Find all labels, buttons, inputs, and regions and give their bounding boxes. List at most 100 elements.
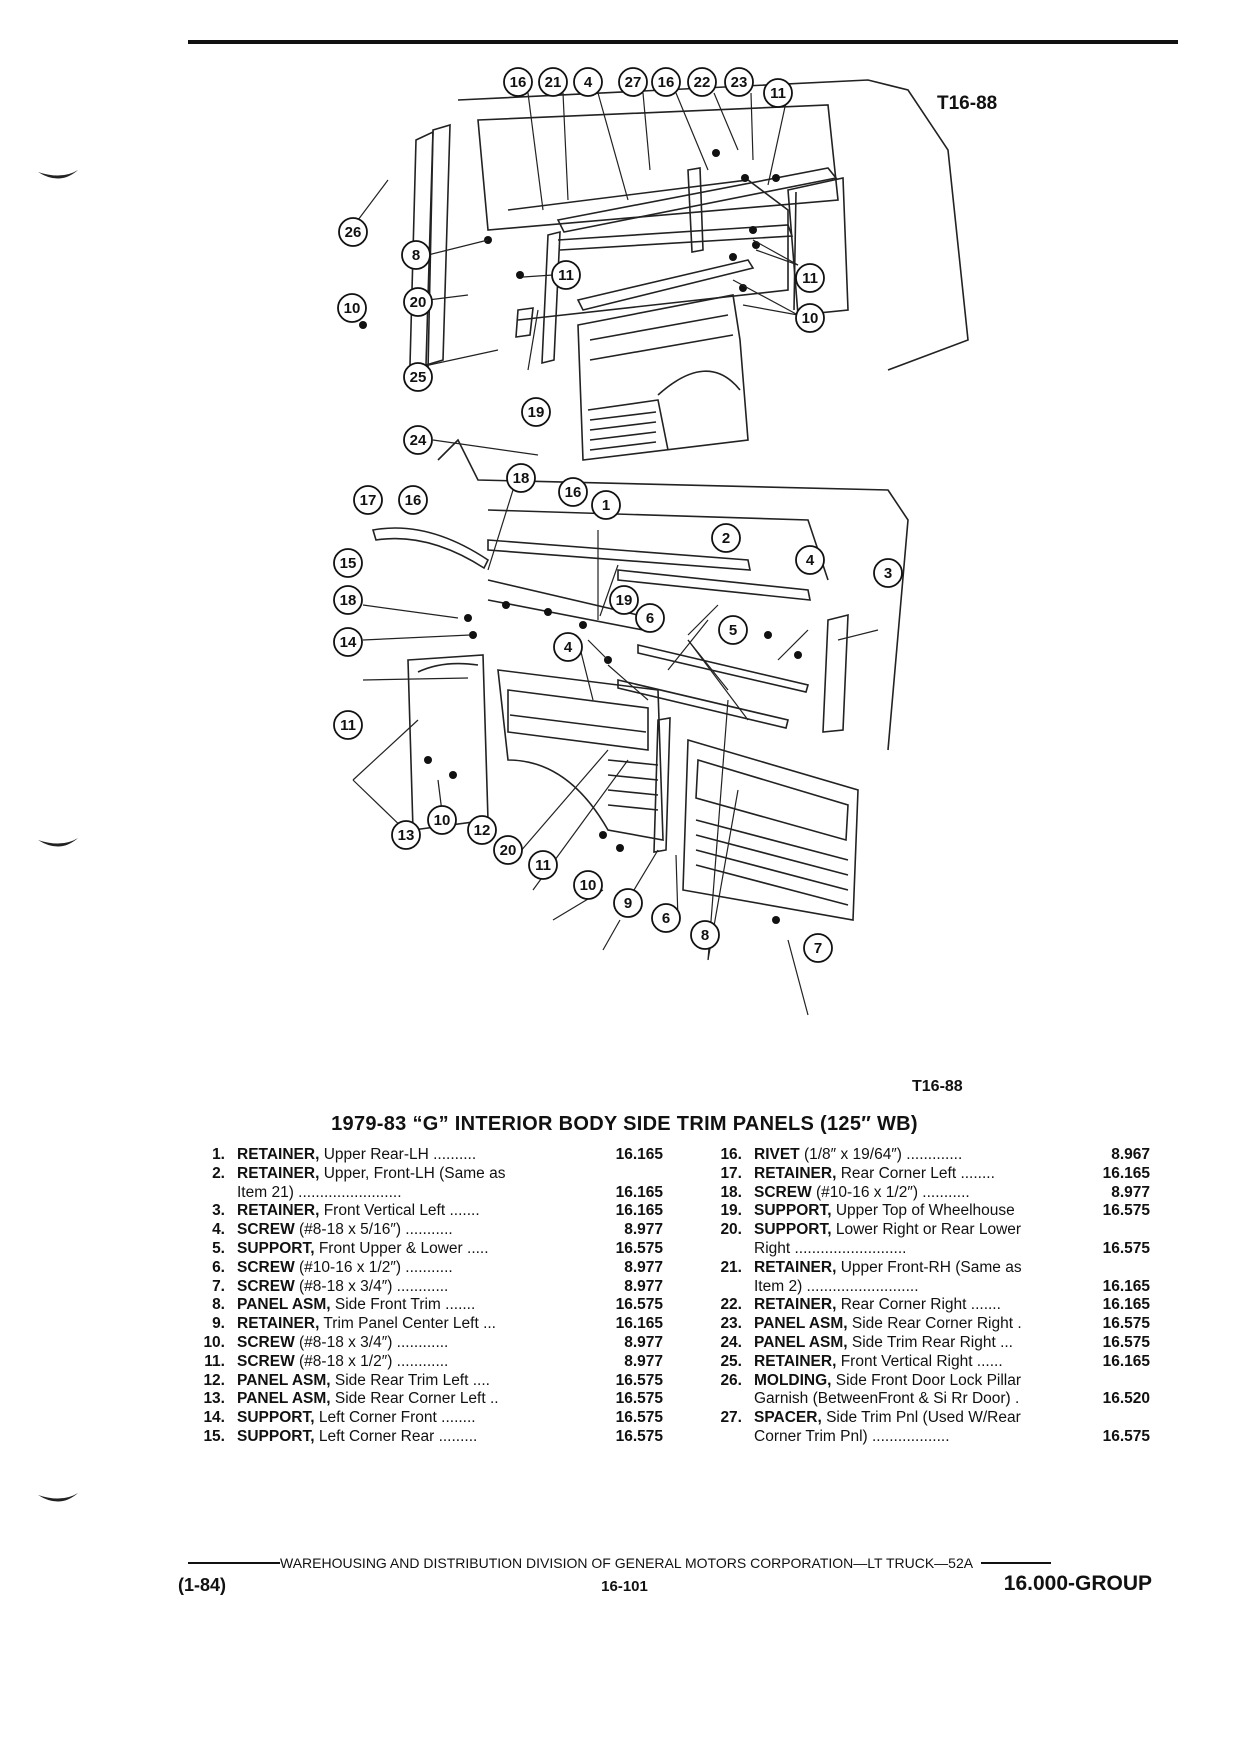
item-detail: Upper Front-RH (Same as [836, 1258, 1022, 1276]
item-detail: Front Vertical Right [836, 1352, 973, 1370]
item-detail: (#8-18 x 3/4″) [294, 1333, 393, 1351]
parts-list-item: 2.RETAINER, Upper, Front-LH (Same as [183, 1165, 663, 1184]
parts-list-item: 16.RIVET (1/8″ x 19/64″) .............8.… [700, 1146, 1150, 1165]
parts-list-item: 11.SCREW (#8-18 x 1/2″) ............8.97… [183, 1353, 663, 1372]
svg-text:16: 16 [510, 74, 527, 91]
item-description: SCREW (#10-16 x 1/2″) ........... [754, 1184, 1082, 1203]
item-description: SUPPORT, Upper Top of Wheelhouse [754, 1202, 1082, 1221]
item-description: PANEL ASM, Side Front Trim ....... [237, 1296, 595, 1315]
svg-text:19: 19 [616, 592, 633, 609]
item-number: 8. [212, 1296, 225, 1314]
item-part-name: RIVET [754, 1146, 800, 1163]
parts-list-item: Garnish (BetweenFront & Si Rr Door) . 16.… [700, 1390, 1150, 1409]
parts-list-item: 5.SUPPORT, Front Upper & Lower .....16.5… [183, 1240, 663, 1259]
item-group-number: 16.575 [615, 1409, 663, 1427]
item-part-name: RETAINER, [754, 1296, 837, 1314]
item-group-number: 16.165 [615, 1315, 663, 1333]
bottom-assembly-lines [371, 438, 909, 921]
parts-list-item: Item 2) ..........................16.165 [700, 1278, 1150, 1297]
item-part-name: SUPPORT, [754, 1202, 832, 1220]
item-part-name: RETAINER, [754, 1164, 837, 1182]
item-group-number: 16.575 [615, 1427, 663, 1445]
figure-reference-bottom: T16-88 [912, 1078, 963, 1095]
item-group-number: 16.575 [615, 1371, 663, 1389]
svg-text:9: 9 [624, 895, 632, 912]
parts-list-item: 20.SUPPORT, Lower Right or Rear Lower [700, 1221, 1150, 1240]
parts-list-item: 14.SUPPORT, Left Corner Front ........16… [183, 1409, 663, 1428]
item-group-number [1082, 1372, 1150, 1391]
item-leader-dots: ........ [956, 1164, 995, 1182]
svg-text:18: 18 [513, 470, 530, 487]
item-number: 11. [204, 1352, 225, 1370]
item-detail: Left Corner Front [314, 1409, 437, 1427]
item-description: PANEL ASM, Side Rear Corner Left .. [237, 1390, 595, 1409]
item-description: SUPPORT, Left Corner Rear ......... [237, 1428, 595, 1447]
item-description: MOLDING, Side Front Door Lock Pillar [754, 1372, 1082, 1391]
item-leader-dots: ..... [462, 1239, 489, 1257]
item-detail: (#10-16 x 1/2″) [294, 1258, 401, 1276]
svg-text:8: 8 [701, 927, 709, 944]
item-part-name: RETAINER, [754, 1352, 837, 1370]
item-group-number: 8.977 [624, 1352, 663, 1370]
item-leader-dots: ... [478, 1315, 496, 1333]
footer-rule-left [188, 1562, 280, 1564]
svg-text:11: 11 [802, 270, 818, 287]
item-detail: Item 2) [754, 1277, 803, 1295]
svg-text:16: 16 [405, 492, 422, 509]
svg-text:13: 13 [398, 827, 415, 844]
item-description: RETAINER, Front Vertical Right ...... [754, 1353, 1082, 1372]
item-leader-dots: ............. [901, 1146, 963, 1163]
item-detail: Upper Top of Wheelhouse [831, 1202, 1015, 1220]
item-part-name: SUPPORT, [237, 1427, 315, 1445]
item-group-number: 16.165 [615, 1146, 663, 1163]
item-detail: Lower Right or Rear Lower [831, 1221, 1022, 1239]
item-detail: Upper, Front-LH (Same as [319, 1164, 506, 1182]
item-group-number: 16.575 [615, 1390, 663, 1408]
svg-text:25: 25 [410, 369, 427, 386]
svg-text:10: 10 [434, 812, 451, 829]
item-description: RETAINER, Upper, Front-LH (Same as [237, 1165, 595, 1184]
parts-list-item: Corner Trim Pnl) ..................16.57… [700, 1428, 1150, 1447]
item-leader-dots: ......... [434, 1427, 478, 1445]
item-detail: Side Trim Rear Right [847, 1333, 996, 1351]
item-group-number: 16.520 [1102, 1390, 1150, 1408]
item-number: 26. [720, 1371, 742, 1389]
item-description: RETAINER, Rear Corner Right ....... [754, 1296, 1082, 1315]
svg-text:11: 11 [770, 85, 786, 102]
punch-hole-mark [38, 1493, 78, 1502]
svg-text:22: 22 [694, 74, 711, 91]
item-part-name: PANEL ASM, [237, 1390, 331, 1408]
item-detail: Item 21) [237, 1183, 294, 1201]
item-group-number: 8.977 [624, 1221, 663, 1239]
parts-list-item: 27.SPACER, Side Trim Pnl (Used W/Rear [700, 1409, 1150, 1428]
parts-list-item: 8. PANEL ASM, Side Front Trim ....... 16.5… [183, 1296, 663, 1315]
item-group-number: 8.977 [624, 1333, 663, 1351]
item-description: Garnish (BetweenFront & Si Rr Door) . [754, 1390, 1082, 1409]
parts-list-item: 23.PANEL ASM, Side Rear Corner Right .16… [700, 1315, 1150, 1334]
item-group-number: 16.165 [1102, 1352, 1150, 1370]
item-number: 7. [212, 1277, 225, 1295]
svg-text:4: 4 [584, 74, 593, 91]
item-detail: Front Vertical Left [319, 1202, 446, 1220]
item-leader-dots: ........... [401, 1258, 453, 1276]
item-group-number: 16.165 [1102, 1164, 1150, 1182]
item-group-number: 16.575 [615, 1296, 663, 1314]
svg-text:7: 7 [814, 940, 822, 957]
item-part-name: SUPPORT, [237, 1409, 315, 1427]
item-description: Corner Trim Pnl) .................. [754, 1428, 1082, 1447]
parts-list-item: 9.RETAINER, Trim Panel Center Left ...16… [183, 1315, 663, 1334]
item-description: SUPPORT, Front Upper & Lower ..... [237, 1240, 595, 1259]
item-detail: (#8-18 x 5/16″) [294, 1221, 401, 1239]
item-description: PANEL ASM, Side Trim Rear Right ... [754, 1334, 1082, 1353]
item-number: 27. [720, 1409, 742, 1427]
item-leader-dots: ............ [392, 1352, 449, 1370]
svg-text:19: 19 [528, 404, 545, 421]
svg-text:24: 24 [410, 432, 427, 449]
item-group-number: 8.977 [1111, 1183, 1150, 1201]
item-number: 16. [720, 1146, 742, 1163]
item-number: 17. [720, 1164, 742, 1182]
item-group-number: 8.977 [624, 1258, 663, 1276]
item-description: SCREW (#8-18 x 3/4″) ............ [237, 1278, 595, 1297]
item-group-number: 8.967 [1111, 1146, 1150, 1163]
